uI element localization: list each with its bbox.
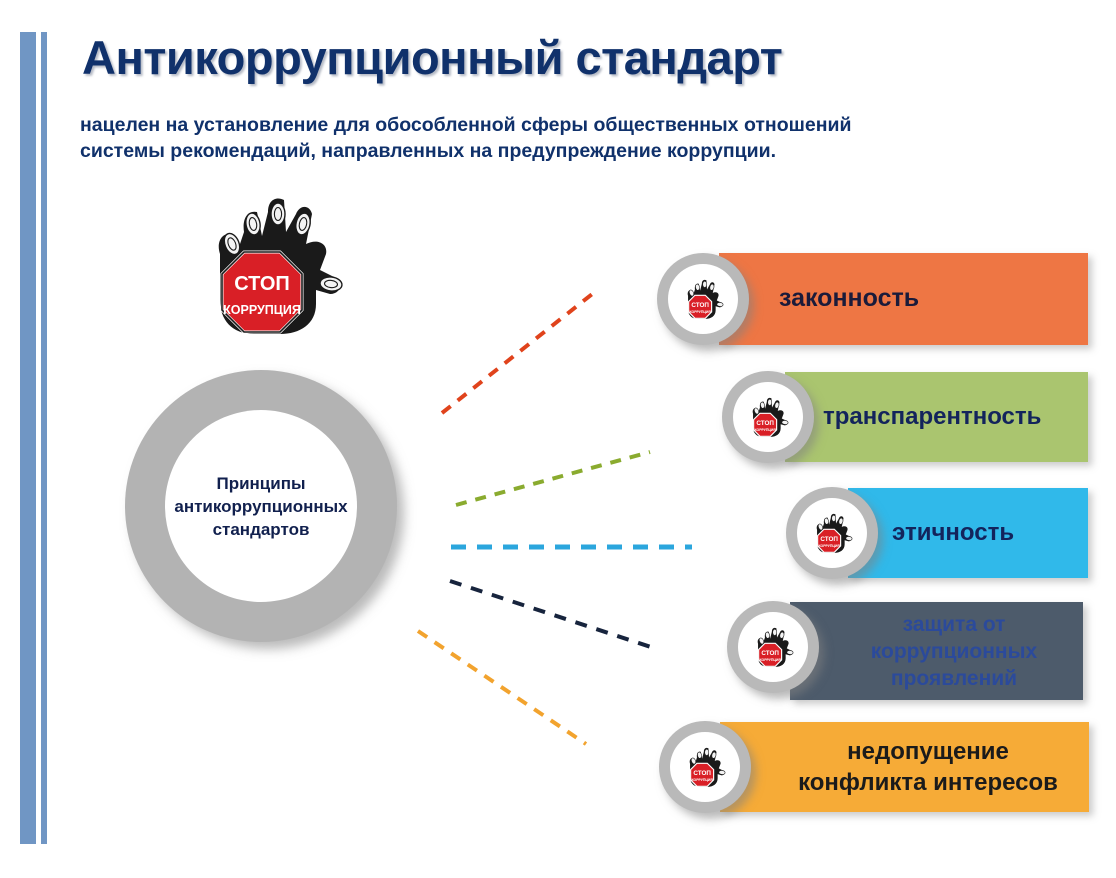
svg-text:КОРРУПЦИЯ: КОРРУПЦИЯ — [689, 310, 711, 314]
svg-text:СТОП: СТОП — [691, 302, 709, 309]
decorative-accent-bar-narrow — [41, 32, 47, 844]
principle-label-line: защита от — [902, 612, 1006, 636]
principle-badge-konflikt-interesov[interactable]: СТОП КОРРУПЦИЯ — [659, 721, 751, 813]
stop-corruption-hand-icon: СТОП КОРРУПЦИЯ — [689, 747, 726, 787]
principle-label-transparentnost: транспарентность — [823, 372, 1091, 462]
svg-text:СТОП: СТОП — [756, 420, 774, 427]
central-hub-inner: Принципы антикоррупционных стандартов — [165, 410, 357, 602]
stop-corruption-hand-icon: СТОП КОРРУПЦИЯ — [816, 513, 853, 553]
principle-bar-transparentnost[interactable]: транспарентность — [785, 372, 1088, 462]
subtitle-line-1: нацелен на установление для обособленной… — [80, 114, 852, 136]
principle-label-line: этичность — [892, 518, 1015, 546]
stop-sign-line-1: СТОП — [234, 273, 290, 295]
stop-corruption-hand-icon: СТОП КОРРУПЦИЯ — [687, 279, 724, 319]
svg-text:СТОП: СТОП — [761, 650, 779, 657]
principle-bar-zashchita[interactable]: защита от коррупционных проявлений — [790, 602, 1083, 700]
principle-bar-etichnost[interactable]: этичность — [848, 488, 1088, 578]
principle-label-etichnost: этичность — [892, 488, 1092, 578]
svg-text:КОРРУПЦИЯ: КОРРУПЦИЯ — [759, 658, 781, 662]
svg-text:КОРРУПЦИЯ: КОРРУПЦИЯ — [754, 428, 776, 432]
badge-inner-transparentnost: СТОП КОРРУПЦИЯ — [733, 382, 803, 452]
badge-inner-zakonnost: СТОП КОРРУПЦИЯ — [668, 264, 738, 334]
decorative-accent-bar-wide — [20, 32, 36, 844]
svg-text:КОРРУПЦИЯ: КОРРУПЦИЯ — [818, 544, 840, 548]
principle-label-line: транспарентность — [823, 402, 1042, 430]
badge-inner-etichnost: СТОП КОРРУПЦИЯ — [797, 498, 867, 568]
principle-label-line: недопущение — [847, 738, 1009, 765]
stop-corruption-hand-logo: СТОП КОРРУПЦИЯ — [218, 198, 343, 334]
principle-badge-transparentnost[interactable]: СТОП КОРРУПЦИЯ — [722, 371, 814, 463]
principle-label-konflikt-interesov: недопущение конфликта интересов — [772, 722, 1084, 812]
svg-text:СТОП: СТОП — [820, 536, 838, 543]
principle-bar-zakonnost[interactable]: законность — [719, 253, 1088, 345]
stop-corruption-hand-icon: СТОП КОРРУПЦИЯ — [752, 397, 789, 437]
principle-label-line: проявлений — [890, 666, 1018, 690]
subtitle-line-2: системы рекомендаций, направленных на пр… — [80, 140, 777, 162]
stop-sign-line-2: КОРРУПЦИЯ — [223, 303, 301, 317]
svg-text:КОРРУПЦИЯ: КОРРУПЦИЯ — [691, 778, 713, 782]
badge-inner-zashchita: СТОП КОРРУПЦИЯ — [738, 612, 808, 682]
svg-text:СТОП: СТОП — [693, 770, 711, 777]
principle-label-line: законность — [779, 284, 920, 313]
principle-label-line: конфликта интересов — [798, 769, 1058, 796]
principle-label-line: коррупционных — [870, 639, 1038, 663]
page-title: Антикоррупционный стандарт — [82, 31, 783, 84]
stop-corruption-hand-icon: СТОП КОРРУПЦИЯ — [757, 627, 794, 667]
central-hub-label: Принципы антикоррупционных стандартов — [174, 473, 348, 539]
central-hub-circle: Принципы антикоррупционных стандартов — [125, 370, 397, 642]
principle-label-zashchita: защита от коррупционных проявлений — [830, 602, 1078, 700]
principle-badge-zashchita[interactable]: СТОП КОРРУПЦИЯ — [727, 601, 819, 693]
principle-badge-etichnost[interactable]: СТОП КОРРУПЦИЯ — [786, 487, 878, 579]
principle-badge-zakonnost[interactable]: СТОП КОРРУПЦИЯ — [657, 253, 749, 345]
page-subtitle: нацелен на установление для обособленной… — [80, 112, 1092, 164]
badge-inner-konflikt-interesov: СТОП КОРРУПЦИЯ — [670, 732, 740, 802]
principle-bar-konflikt-interesov[interactable]: недопущение конфликта интересов — [720, 722, 1089, 812]
principle-label-zakonnost: законность — [779, 253, 1079, 345]
